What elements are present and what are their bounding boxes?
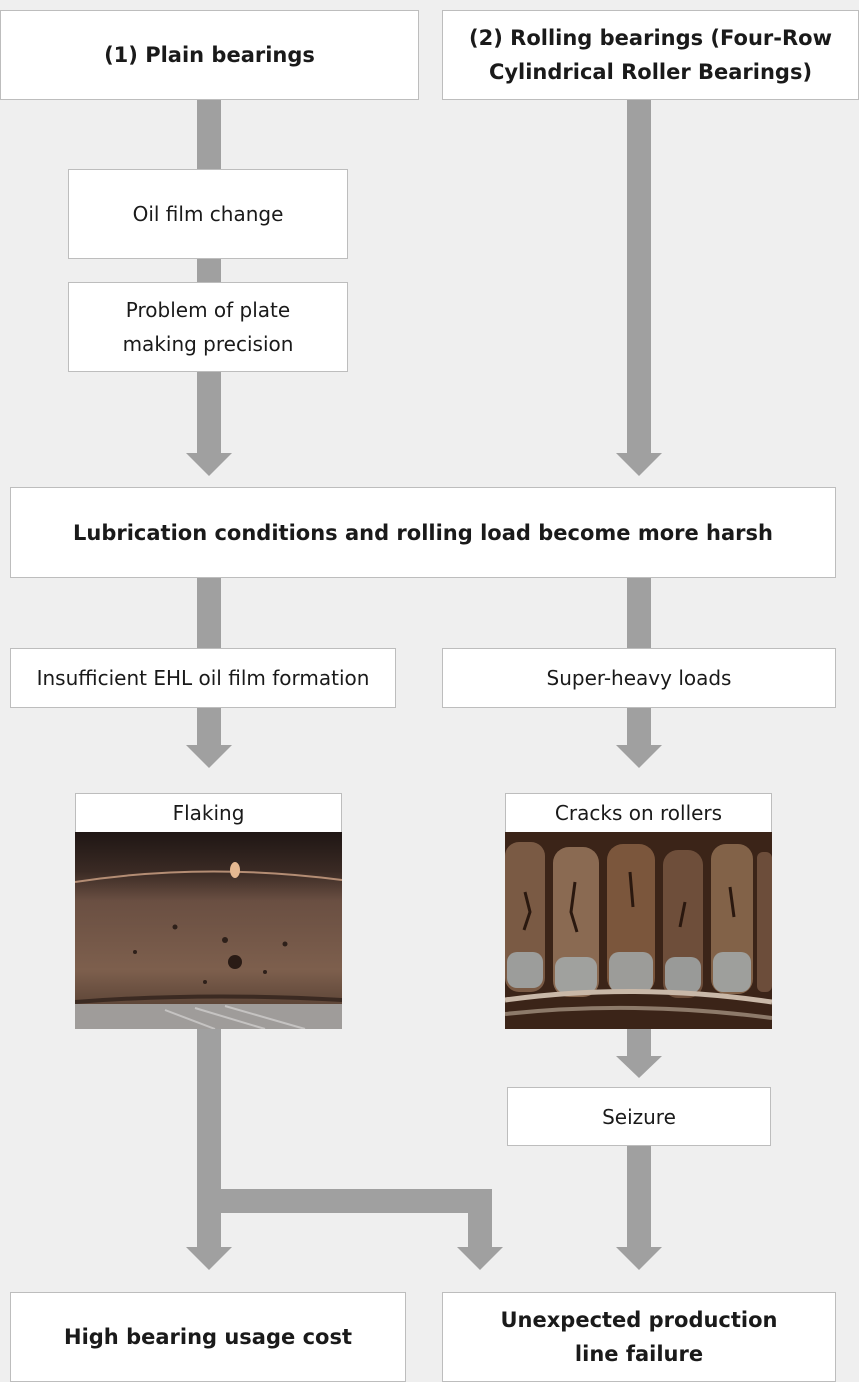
arrowhead-branch-to-failure [457,1247,503,1270]
connector-ehl-to-flaking [197,707,221,745]
connector-plate-to-arrow [197,371,221,453]
connector-heavy-to-cracks [627,707,651,745]
node-plate-precision: Problem of plate making precision [68,282,348,372]
node-oil-film-change: Oil film change [68,169,348,259]
node-seizure: Seizure [507,1087,771,1146]
connector-seizure-to-failure [627,1145,651,1247]
arrowhead-flaking-to-cost [186,1247,232,1270]
connector-flaking-to-cost [197,1029,221,1247]
node-lubrication-conditions: Lubrication conditions and rolling load … [10,487,836,578]
arrowhead-rolling-to-lubrication [616,453,662,476]
cracks-on-rollers-photo-image [505,832,772,1029]
connector-rolling-to-lubrication [627,100,651,453]
arrowhead-plate-to-lubrication [186,453,232,476]
node-high-bearing-usage-cost: High bearing usage cost [10,1292,406,1382]
connector-lub-to-ehl [197,577,221,649]
connector-lub-to-heavy [627,577,651,649]
node-plain-bearings: (1) Plain bearings [0,10,419,100]
connector-plain-to-oil [197,100,221,170]
connector-cracks-to-seizure [627,1029,651,1056]
connector-oil-to-plate [197,258,221,283]
flaking-photo-image [75,832,342,1029]
arrowhead-cracks-to-seizure [616,1056,662,1078]
node-ehl-oil-film: Insufficient EHL oil film formation [10,648,396,708]
arrowhead-seizure-to-failure [616,1247,662,1270]
flaking-photo [75,832,342,1029]
node-rolling-bearings: (2) Rolling bearings (Four-Row Cylindric… [442,10,859,100]
node-super-heavy-loads: Super-heavy loads [442,648,836,708]
node-unexpected-production-line-failure: Unexpected production line failure [442,1292,836,1382]
caption-flaking: Flaking [75,793,342,833]
cracks-on-rollers-photo [505,832,772,1029]
arrowhead-ehl-to-flaking [186,745,232,768]
caption-cracks-on-rollers: Cracks on rollers [505,793,772,833]
arrowhead-heavy-to-cracks [616,745,662,768]
connector-branch-down [468,1189,492,1247]
connector-branch-horizontal [221,1189,492,1213]
